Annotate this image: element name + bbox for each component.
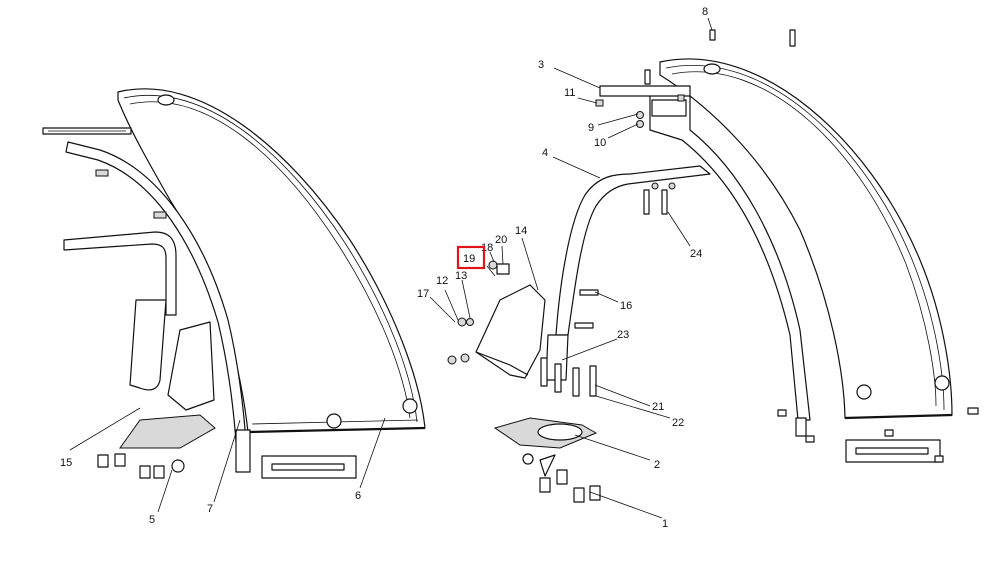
right-arm — [545, 165, 711, 381]
callout-5: 5 — [149, 514, 155, 526]
callout-3: 3 — [538, 59, 544, 71]
callout-22: 22 — [672, 417, 684, 429]
callout-7: 7 — [207, 503, 213, 515]
center-pivot — [493, 357, 601, 503]
right-fender — [649, 58, 953, 437]
right-foot-plate — [845, 439, 941, 463]
callout-2: 2 — [654, 459, 660, 471]
leader-lines — [69, 17, 713, 519]
left-stay — [42, 127, 251, 473]
callout-4: 4 — [542, 147, 548, 159]
callout-12: 12 — [436, 275, 448, 287]
callout-13: 13 — [455, 270, 467, 282]
callout-21: 21 — [652, 401, 664, 413]
callout-11: 11 — [564, 87, 575, 99]
callout-9: 9 — [588, 122, 594, 134]
callout-10: 10 — [594, 137, 606, 149]
callout-15: 15 — [60, 457, 72, 469]
left-bracket — [63, 231, 216, 479]
callout-1: 1 — [662, 518, 668, 530]
top-hardware — [595, 29, 796, 215]
right-fasteners — [777, 407, 979, 463]
callout-14: 14 — [515, 225, 527, 237]
left-fender — [117, 88, 426, 434]
callout-labels: 1 2 3 4 5 6 7 8 9 10 11 12 13 14 15 16 1… — [60, 6, 708, 530]
callout-6: 6 — [355, 490, 361, 502]
callout-17: 17 — [417, 288, 429, 300]
callout-16: 16 — [620, 300, 632, 312]
callout-19: 19 — [463, 253, 475, 265]
callout-24: 24 — [690, 248, 702, 260]
center-bracket — [447, 260, 599, 379]
left-foot-plate — [261, 455, 357, 479]
callout-8: 8 — [702, 6, 708, 18]
callout-20: 20 — [495, 234, 507, 246]
callout-23: 23 — [617, 329, 629, 341]
highlight-box — [456, 245, 486, 270]
